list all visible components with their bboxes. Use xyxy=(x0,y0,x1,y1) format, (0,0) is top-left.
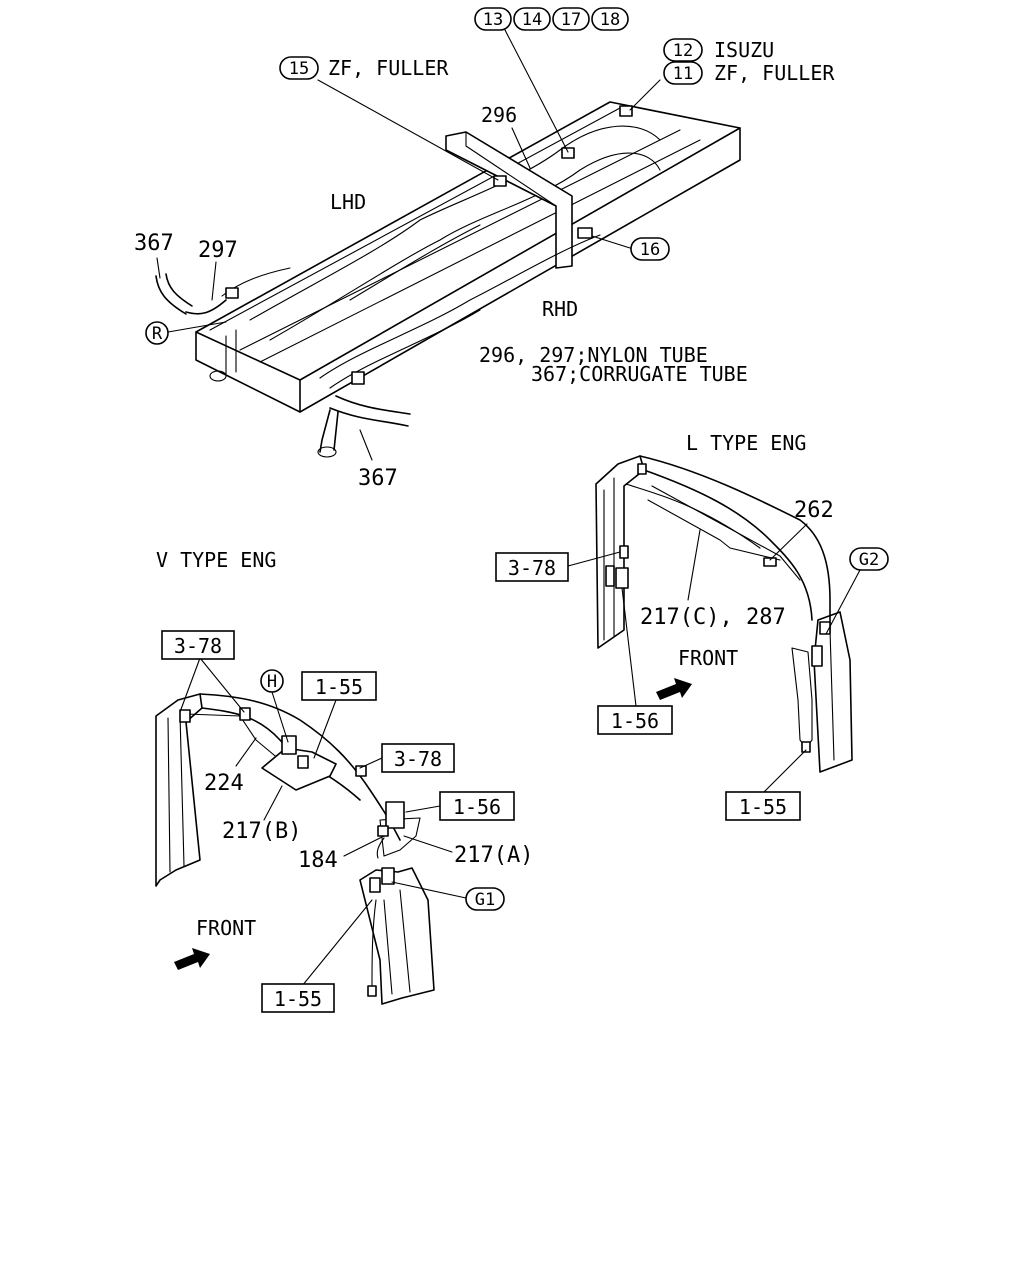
v-type-box-3-78-mid: 3-78 xyxy=(381,743,455,773)
l-type-1-56: 1-56 xyxy=(611,709,659,733)
label-367-left: 367 xyxy=(134,231,174,256)
l-type-262: 262 xyxy=(794,498,834,523)
ref-16: 16 xyxy=(640,240,660,260)
callout-h: H xyxy=(260,669,284,693)
l-type-drawing xyxy=(595,455,853,773)
callout-15-zf-fuller: 15 ZF, FULLER xyxy=(279,56,449,80)
note-corrugate-tube: 367;CORRUGATE TUBE xyxy=(531,362,748,386)
v-type-front-arrow xyxy=(174,948,210,970)
ref-14: 14 xyxy=(522,10,542,30)
label-lhd: LHD xyxy=(330,190,366,214)
v-type-1-55-bottom: 1-55 xyxy=(274,987,322,1011)
ref-r: R xyxy=(152,324,163,344)
v-type-184: 184 xyxy=(298,848,338,873)
label-297: 297 xyxy=(198,238,238,263)
l-type-box-3-78: 3-78 xyxy=(495,552,569,582)
callout-r: R xyxy=(145,321,169,345)
v-type-3-78-mid: 3-78 xyxy=(394,747,442,771)
v-type-3-78-top: 3-78 xyxy=(174,634,222,658)
ref-11: 11 xyxy=(673,64,693,84)
l-type-1-55: 1-55 xyxy=(739,795,787,819)
v-type-box-1-56: 1-56 xyxy=(439,791,515,821)
callout-g2: G2 xyxy=(849,547,889,571)
v-type-217b: 217(B) xyxy=(222,819,301,844)
ref-15: 15 xyxy=(289,59,309,79)
callout-13-14-17-18: 13 14 17 18 xyxy=(474,7,629,31)
v-type-title: V TYPE ENG xyxy=(156,548,276,572)
l-type-217c-287: 217(C), 287 xyxy=(640,605,786,630)
v-type-1-56: 1-56 xyxy=(453,795,501,819)
ref-13: 13 xyxy=(483,10,503,30)
callout-12-isuzu: 12 ISUZU xyxy=(663,38,774,62)
ref-g1: G1 xyxy=(475,890,495,910)
v-type-box-1-55-bottom: 1-55 xyxy=(261,983,335,1013)
top-leader-lines xyxy=(156,29,661,461)
l-type-3-78: 3-78 xyxy=(508,556,556,580)
l-type-front: FRONT xyxy=(678,646,738,670)
ref-12-text: ISUZU xyxy=(714,38,774,62)
ref-11-text: ZF, FULLER xyxy=(714,61,835,85)
l-type-box-1-55: 1-55 xyxy=(725,791,801,821)
callout-16: 16 xyxy=(630,237,670,261)
v-type-front: FRONT xyxy=(196,916,256,940)
ref-17: 17 xyxy=(561,10,581,30)
callout-11-zf-fuller: 11 ZF, FULLER xyxy=(663,61,835,85)
ref-15-text: ZF, FULLER xyxy=(328,56,449,80)
label-367-bottom: 367 xyxy=(358,466,398,491)
label-296: 296 xyxy=(481,103,517,127)
v-type-box-1-55-top: 1-55 xyxy=(301,671,377,701)
v-type-leaders xyxy=(179,657,467,987)
v-type-1-55-top: 1-55 xyxy=(315,675,363,699)
l-type-front-arrow xyxy=(656,678,692,700)
ref-12: 12 xyxy=(673,41,693,61)
v-type-drawing xyxy=(155,693,435,1005)
l-type-box-1-56: 1-56 xyxy=(597,705,673,735)
note-nylon-tube: 296, 297;NYLON TUBE xyxy=(479,343,708,367)
v-type-box-3-78-top: 3-78 xyxy=(161,630,235,660)
ref-h: H xyxy=(267,672,277,692)
label-rhd: RHD xyxy=(542,297,578,321)
ref-18: 18 xyxy=(600,10,620,30)
l-type-title: L TYPE ENG xyxy=(686,431,806,455)
callout-g1: G1 xyxy=(465,887,505,911)
v-type-217a: 217(A) xyxy=(454,843,533,868)
v-type-224: 224 xyxy=(204,771,244,796)
frame-assembly-drawing xyxy=(155,101,741,458)
l-type-leaders xyxy=(567,523,861,793)
ref-g2: G2 xyxy=(859,550,879,570)
